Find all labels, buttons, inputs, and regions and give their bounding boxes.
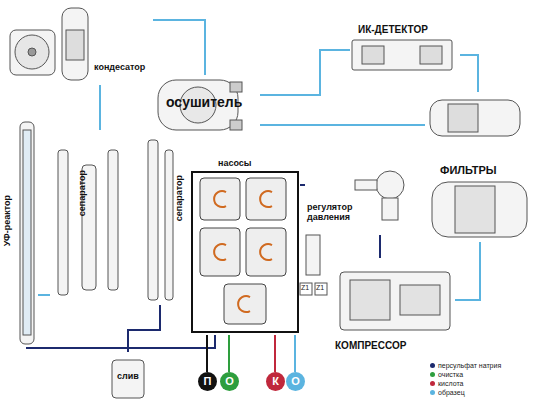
tube-connector (275, 335, 276, 372)
component-node: ФИЛЬТРЫ (425, 92, 535, 242)
component-label: кондесатор (94, 63, 145, 73)
legend-text: очистка (438, 371, 463, 378)
legend-swatch (430, 372, 435, 377)
tube-connector (207, 335, 208, 372)
component-label: П (198, 372, 217, 391)
legend-text: персульфат натрия (438, 362, 501, 369)
legend-swatch (430, 381, 435, 386)
component-node: слив (108, 352, 148, 400)
tube-connector (128, 305, 160, 352)
component-node: осушитель (150, 75, 260, 135)
tube-connector (27, 335, 215, 348)
inlet-circle: О (286, 372, 305, 391)
component-label: слив (117, 372, 139, 382)
inlet-circle: К (266, 372, 285, 391)
legend-row: образец (430, 389, 465, 396)
part-label: Z1 (316, 284, 324, 291)
tube-connector (153, 20, 205, 75)
component-label: УФ-реактор (3, 195, 13, 246)
component-node: КОМПРЕССОР (335, 258, 455, 355)
component-label: осушитель (166, 95, 242, 110)
component-label: К (266, 372, 285, 391)
tube-connector (455, 242, 480, 300)
tube-connector (229, 335, 230, 372)
tube-connector (380, 235, 381, 258)
component-node: ИК-ДЕТЕКТОР (350, 22, 460, 77)
component-node: УФ-реактор (2, 115, 38, 347)
component-label: О (220, 372, 239, 391)
tube-connector (38, 295, 50, 296)
legend-row: очистка (430, 371, 463, 378)
component-label: ИК-ДЕТЕКТОР (358, 24, 428, 35)
component-label: сепаратор (175, 175, 185, 221)
component-label: насосы (218, 159, 252, 169)
component-label: ФИЛЬТРЫ (440, 164, 497, 176)
tube-connector (260, 50, 350, 95)
legend-swatch (430, 390, 435, 395)
inlet-circle: П (198, 372, 217, 391)
component-node: регулятор давления (305, 165, 415, 235)
component-label: регулятор давления (307, 203, 365, 223)
component-node: насосы (190, 158, 300, 335)
component-node: сепаратор (140, 135, 190, 305)
inlet-circle: О (220, 372, 239, 391)
component-label: КОМПРЕССОР (335, 340, 406, 351)
legend-row: кислота (430, 380, 463, 387)
part-label: Z1 (301, 284, 309, 291)
component-node: сепаратор (50, 130, 132, 305)
legend-swatch (430, 363, 435, 368)
legend-row: персульфат натрия (430, 362, 501, 369)
legend-text: образец (438, 389, 465, 396)
tube-connector (300, 185, 305, 186)
tube-connector (100, 85, 101, 130)
tube-connector (295, 335, 296, 372)
legend-text: кислота (438, 380, 463, 387)
component-label: сепаратор (78, 170, 88, 216)
tube-connector (460, 55, 478, 92)
tube-connector (260, 125, 425, 126)
component-label: О (286, 372, 305, 391)
component-node: кондесатор (8, 5, 153, 85)
